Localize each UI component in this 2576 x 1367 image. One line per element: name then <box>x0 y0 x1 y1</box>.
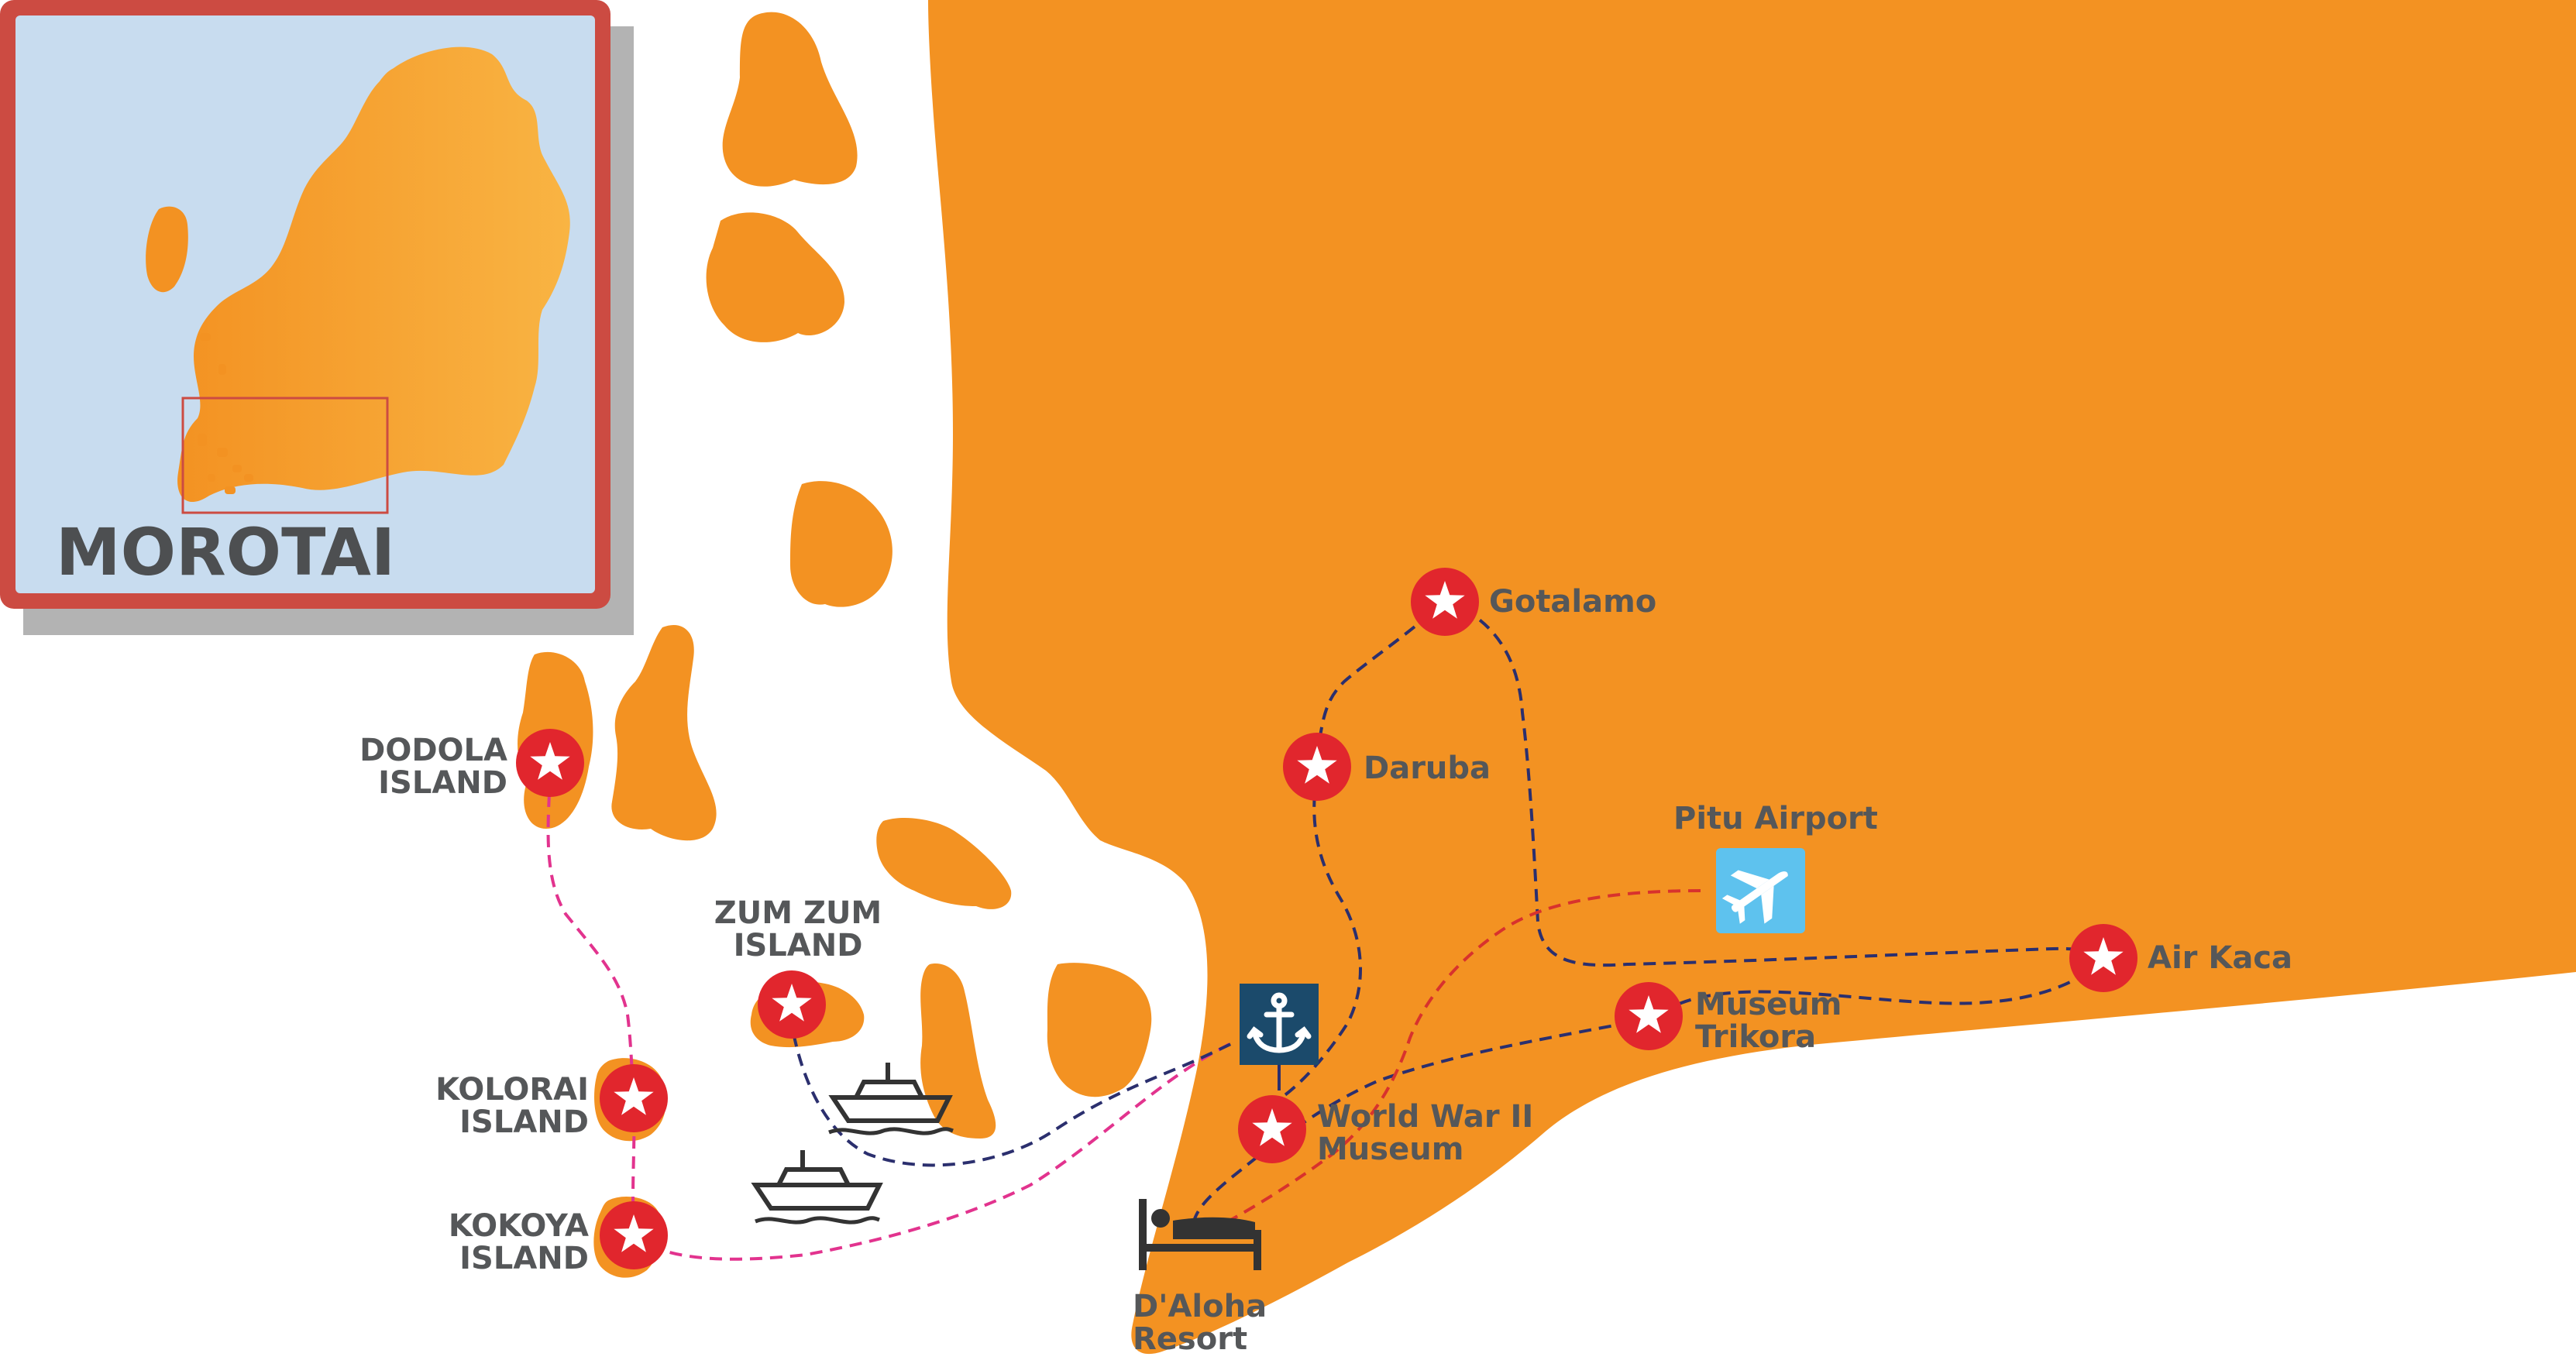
label-dodola-1: DODOLA <box>359 733 507 768</box>
place-labels: Gotalamo Daruba Pitu Airport Air Kaca Mu… <box>359 584 2292 1357</box>
label-museum-trikora-1: Museum <box>1695 987 1842 1022</box>
star-icon <box>2083 937 2124 975</box>
marker-kolorai-island[interactable] <box>600 1064 668 1132</box>
route-dodola-kolorai <box>546 774 635 1097</box>
marker-world-war-ii-museum[interactable] <box>1238 1095 1306 1163</box>
route-daruba-museum <box>1277 774 1363 1101</box>
star-icon <box>1628 995 1669 1033</box>
star-icon <box>1425 581 1465 619</box>
label-kolorai-1: KOLORAI <box>435 1072 589 1108</box>
marker-dodola-island[interactable] <box>516 729 584 797</box>
island-mid <box>790 481 892 607</box>
inset-map: MOROTAI <box>0 0 634 635</box>
label-zumzum-1: ZUM ZUM <box>714 895 882 931</box>
star-icon <box>772 984 812 1022</box>
label-pitu-airport: Pitu Airport <box>1673 801 1878 836</box>
label-daruba: Daruba <box>1364 750 1491 786</box>
star-icon <box>530 742 570 780</box>
island-long <box>611 624 717 841</box>
label-dodola-2: ISLAND <box>378 765 507 801</box>
label-museum-trikora-2: Trikora <box>1695 1019 1816 1055</box>
inset-islet-7 <box>225 486 236 494</box>
label-air-kaca: Air Kaca <box>2148 940 2292 976</box>
boat-icon <box>828 1063 954 1135</box>
star-markers <box>516 568 2137 1269</box>
island-north-2 <box>706 212 844 342</box>
label-zumzum-2: ISLAND <box>734 928 863 963</box>
star-icon <box>614 1077 654 1115</box>
label-daloha-resort-2: Resort <box>1133 1321 1247 1357</box>
marker-kokoya-island[interactable] <box>600 1201 668 1269</box>
inset-highlight-box <box>181 397 389 514</box>
inset-islet-6 <box>208 474 215 482</box>
route-zumzum-harbor <box>789 1014 1236 1167</box>
label-kolorai-2: ISLAND <box>459 1104 589 1140</box>
airplane-icon <box>1721 870 1788 924</box>
airport-marker[interactable] <box>1714 848 1805 936</box>
route-airport-resort <box>1208 889 1701 1233</box>
inset-islet-1 <box>200 333 211 341</box>
route-kokoya-harbor <box>632 1040 1235 1261</box>
inset-islet-2 <box>218 364 226 375</box>
morotai-mainland <box>928 0 2576 1355</box>
star-icon <box>1252 1108 1292 1146</box>
harbor-marker[interactable] <box>1240 984 1319 1065</box>
label-gotalamo: Gotalamo <box>1489 584 1656 620</box>
island-east <box>1047 963 1152 1097</box>
anchor-icon <box>1247 992 1312 1053</box>
marker-daruba[interactable] <box>1283 733 1351 801</box>
label-wwii-museum-2: Museum <box>1317 1132 1463 1167</box>
inset-title: MOROTAI <box>56 514 395 590</box>
inset-islet-3 <box>198 434 207 446</box>
star-icon <box>1297 746 1337 784</box>
marker-air-kaca[interactable] <box>2069 924 2137 992</box>
inset-islet-8 <box>244 474 253 482</box>
inset-islet-5 <box>232 465 242 472</box>
island-north-1 <box>722 12 858 187</box>
star-icon <box>614 1214 654 1252</box>
label-kokoya-1: KOKOYA <box>449 1208 589 1244</box>
inset-morotai-island <box>177 46 570 503</box>
boat-icon <box>751 1150 883 1224</box>
marker-zum-zum-island[interactable] <box>758 970 826 1039</box>
label-daloha-resort-1: D'Aloha <box>1133 1289 1267 1324</box>
route-gotalamo-airkaca <box>1444 599 2104 967</box>
route-gotalamo-daruba <box>1316 599 1446 768</box>
label-wwii-museum-1: World War II <box>1317 1099 1533 1135</box>
bed-icon[interactable] <box>1139 1199 1261 1270</box>
marker-museum-trikora[interactable] <box>1615 982 1683 1050</box>
marker-gotalamo[interactable] <box>1411 568 1479 636</box>
island-right-small <box>876 817 1012 909</box>
label-kokoya-2: ISLAND <box>459 1241 589 1276</box>
inset-islet-west <box>146 206 188 293</box>
inset-islet-4 <box>217 448 228 457</box>
route-trikora-resort <box>1192 1021 1632 1224</box>
route-kolorai-kokoya <box>631 1095 636 1232</box>
island-crescent <box>920 963 996 1139</box>
